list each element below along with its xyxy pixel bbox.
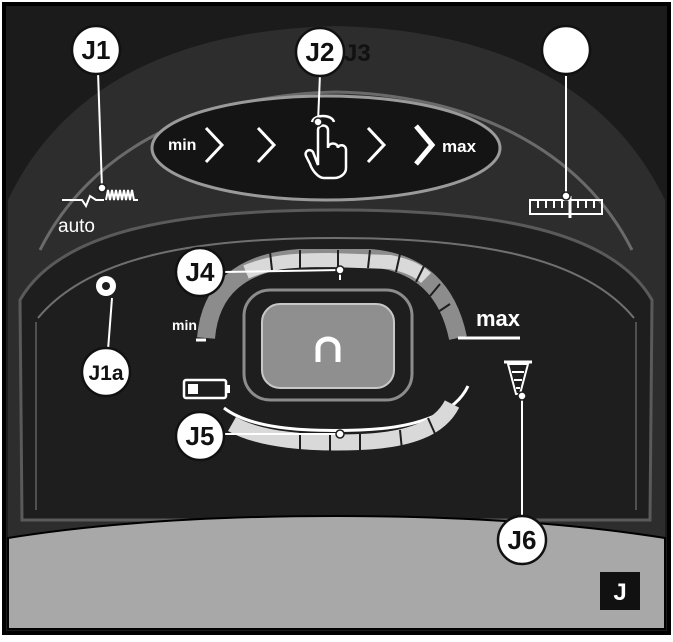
auto-label: auto [58,216,95,237]
speed-chevron-1[interactable] [204,126,225,164]
grass-auto-icon [62,189,138,209]
callout-j2-label: J2 [306,37,335,67]
speed-min-label: min [168,137,196,154]
speed-max-label: max [442,137,477,156]
speed-chevron-4[interactable] [414,124,436,166]
j1a-button-center [102,282,110,290]
battery-gauge-ticks [299,417,437,454]
front-bumper [7,514,666,630]
callout-j4-label: J4 [186,257,215,287]
gauge-baseline [196,336,520,342]
callout-j1a: J1a [80,346,132,398]
callout-unlabeled [540,24,592,76]
touch-finger-icon [304,114,348,180]
leader-lines [97,71,567,520]
panel-inner-line [37,236,635,319]
power-button[interactable] [261,303,395,389]
power-icon [315,336,341,362]
callout-j2: J2 [294,26,346,78]
height-min-label: min [172,317,197,333]
speed-chevron-2[interactable] [256,126,277,164]
callout-j4: J4 [174,246,226,298]
battery-icon [182,378,230,400]
figure-letter: J [613,579,626,606]
gauge-fill [243,252,431,284]
panel-side-lines [35,322,637,510]
callout-j5-label: J5 [186,421,215,451]
figure-letter-box [600,572,640,610]
battery-gauge [223,385,470,454]
callout-j1-label: J1 [82,35,111,65]
speed-chevron-3[interactable] [366,126,387,164]
cut-height-gauge [196,249,520,342]
speed-bar-oval [150,94,502,202]
callout-j6-label: J6 [508,525,537,555]
callout-j5: J5 [174,410,226,462]
callout-j1: J1 [70,24,122,76]
callout-j6: J6 [496,514,548,566]
speed-chevrons[interactable] [204,124,436,166]
height-max-label: max [476,306,521,331]
leader-dots [97,117,571,439]
callout-j3-label: J3 [344,40,371,67]
gauge-ticks [269,249,451,313]
hood-rim-line [38,90,634,251]
callout-j1a-label: J1a [88,362,123,385]
